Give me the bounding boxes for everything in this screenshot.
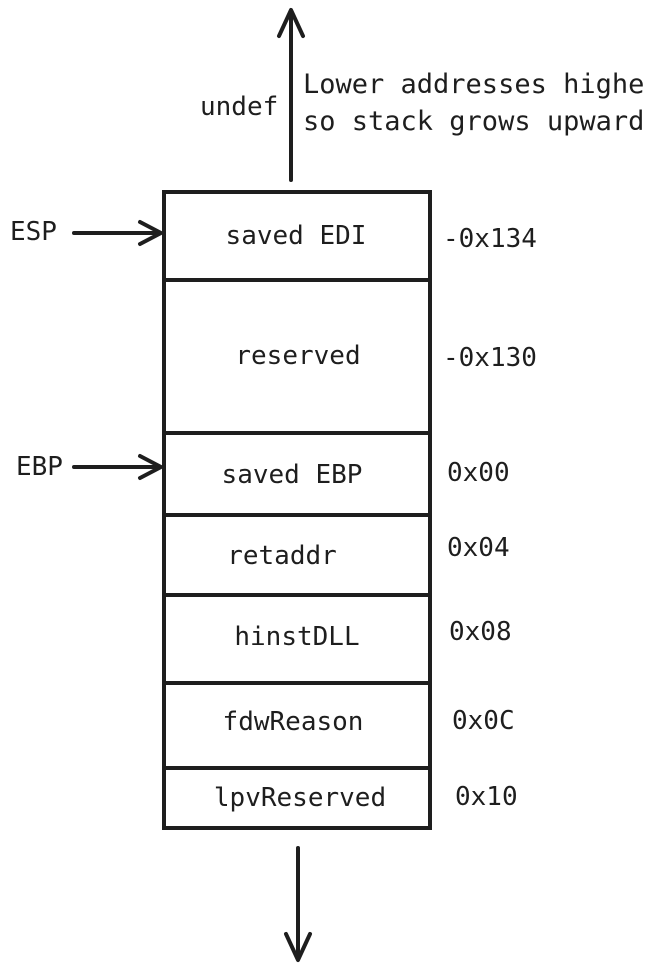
esp-label: ESP <box>10 217 57 247</box>
stack-box <box>162 190 432 830</box>
cell-label-retaddr: retaddr <box>227 541 337 571</box>
offset-reserved: -0x130 <box>443 343 537 373</box>
up-arrow <box>277 8 305 182</box>
ebp-label: EBP <box>16 452 63 482</box>
ebp-arrow <box>72 454 163 480</box>
down-arrow <box>284 846 312 962</box>
cell-label-saved-edi: saved EDI <box>226 221 367 251</box>
cell-label-hinstdll: hinstDLL <box>234 622 359 652</box>
note-line-1: Lower addresses higher <box>303 69 646 100</box>
cell-label-reserved: reserved <box>235 341 360 371</box>
esp-arrow <box>72 220 163 246</box>
cell-label-fdwreason: fdwReason <box>223 707 364 737</box>
offset-hinstdll: 0x08 <box>449 617 512 647</box>
cell-label-saved-ebp: saved EBP <box>222 460 363 490</box>
undef-label: undef <box>200 92 278 122</box>
cell-label-lpvreserved: lpvReserved <box>214 783 386 813</box>
note-line-2: so stack grows upwards <box>303 106 646 137</box>
cell-dividers <box>164 278 432 770</box>
offset-lpvreserved: 0x10 <box>455 782 518 812</box>
offset-retaddr: 0x04 <box>447 533 510 563</box>
offset-saved-ebp: 0x00 <box>447 458 510 488</box>
offset-saved-edi: -0x134 <box>443 224 537 254</box>
offset-fdwreason: 0x0C <box>452 706 515 736</box>
